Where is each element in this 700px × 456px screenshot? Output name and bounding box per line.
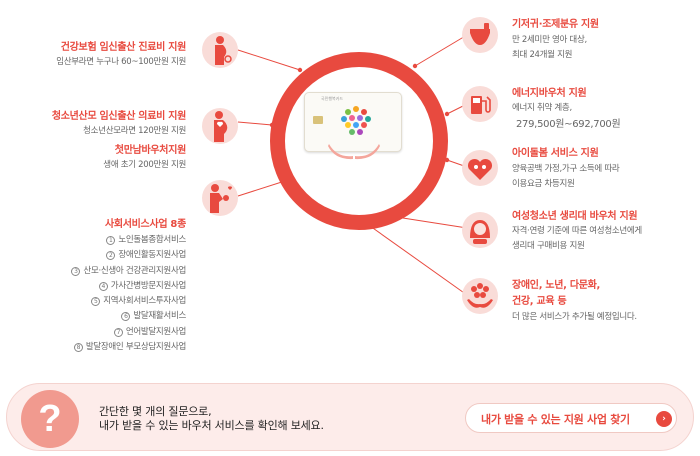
cta-bar: ? 간단한 몇 개의 질문으로, 내가 받을 수 있는 바우처 서비스를 확인해… bbox=[6, 383, 694, 451]
list-item-label: 발달장애인 부모상담지원사업 bbox=[85, 342, 186, 353]
energy-desc-2: 279,500원~692,700원 bbox=[516, 119, 621, 130]
pregnant-heart-icon bbox=[202, 108, 238, 144]
list-item-label: 산모·신생아 건강관리지원사업 bbox=[83, 265, 186, 276]
number-badge: 5 bbox=[91, 297, 101, 307]
hands-services-icon bbox=[462, 278, 498, 314]
pregnant-woman-icon bbox=[202, 32, 238, 68]
card-chip-icon bbox=[313, 116, 323, 124]
cta-line-2: 내가 받을 수 있는 바우처 서비스를 확인해 보세요. bbox=[99, 419, 324, 432]
question-mark: ? bbox=[38, 398, 62, 440]
childcare-title: 아이돌봄 서비스 지원 bbox=[512, 148, 599, 159]
girl-icon bbox=[462, 212, 498, 248]
list-item-label: 지역사회서비스투자사업 bbox=[103, 296, 186, 307]
number-badge: 2 bbox=[106, 251, 116, 261]
childcare-desc-1: 양육공백 가정,가구 소득에 따라 bbox=[512, 164, 620, 174]
diaper-icon bbox=[462, 17, 498, 53]
youth-female-desc-2: 생리대 구매비용 지원 bbox=[512, 241, 585, 251]
number-badge: 7 bbox=[113, 327, 123, 337]
youth-maternity-title: 청소년산모 임신출산 의료비 지원 bbox=[51, 111, 186, 122]
childcare-desc-2: 이용요금 차등지원 bbox=[512, 179, 575, 189]
social-services-title: 사회서비스사업 8종 bbox=[104, 219, 186, 230]
number-badge: 3 bbox=[71, 266, 81, 276]
list-item-label: 언어발달지원사업 bbox=[125, 326, 186, 337]
number-badge: 4 bbox=[98, 281, 108, 291]
voucher-info-panel: 국민행복카드 bbox=[51, 17, 643, 355]
youth-female-title: 여성청소년 생리대 바우처 지원 bbox=[512, 211, 638, 222]
number-badge: 1 bbox=[106, 236, 116, 245]
list-item-label: 장애인활동지원사업 bbox=[118, 250, 186, 261]
youth-maternity-desc: 청소년산모라면 120만원 지원 bbox=[83, 126, 186, 136]
diaper-title: 기저귀·조제분유 지원 bbox=[512, 19, 599, 30]
diaper-desc-1: 만 2세미만 영아 대상, bbox=[512, 35, 587, 45]
list-item-label: 노인돌봄종합서비스 bbox=[118, 235, 186, 245]
hands-icon bbox=[328, 144, 380, 160]
find-support-button-label: 내가 받을 수 있는 지원 사업 찾기 bbox=[481, 413, 630, 426]
card-dots-icon bbox=[341, 106, 371, 135]
more-services-desc: 더 많은 서비스가 추가될 예정입니다. bbox=[512, 312, 637, 322]
more-services-title-2: 건강, 교육 등 bbox=[512, 296, 567, 307]
maternity-desc: 임산부라면 누구나 60~100만원 지원 bbox=[56, 57, 186, 67]
question-icon: ? bbox=[21, 390, 79, 448]
maternity-title: 건강보험 임신출산 진료비 지원 bbox=[60, 42, 187, 53]
first-meeting-title: 첫만남바우처지원 bbox=[114, 145, 187, 156]
card-title: 국민행복카드 bbox=[321, 96, 344, 101]
first-meeting-desc: 생애 초기 200만원 지원 bbox=[103, 160, 186, 170]
number-badge: 8 bbox=[73, 343, 83, 353]
list-item-label: 가사간병방문지원사업 bbox=[110, 280, 187, 291]
family-heart-icon bbox=[462, 150, 498, 186]
diaper-desc-2: 최대 24개월 지원 bbox=[512, 50, 573, 60]
mother-baby-icon bbox=[202, 180, 238, 216]
energy-desc-1: 에너지 취약 계층, bbox=[512, 103, 572, 113]
find-support-button[interactable]: 내가 받을 수 있는 지원 사업 찾기 › bbox=[465, 403, 677, 433]
youth-female-desc-1: 자격·연령 기준에 따른 여성청소년에게 bbox=[512, 226, 642, 236]
chevron-right-icon: › bbox=[656, 411, 672, 427]
voucher-card-image: 국민행복카드 bbox=[304, 92, 402, 152]
list-item-label: 발달재활서비스 bbox=[133, 311, 186, 322]
fuel-pump-icon bbox=[462, 86, 498, 122]
more-services-title-1: 장애인, 노년, 다문화, bbox=[512, 280, 601, 291]
energy-title: 에너지바우처 지원 bbox=[512, 88, 587, 99]
cta-text: 간단한 몇 개의 질문으로, 내가 받을 수 있는 바우처 서비스를 확인해 보… bbox=[99, 405, 324, 433]
number-badge: 6 bbox=[121, 312, 131, 322]
cta-line-1: 간단한 몇 개의 질문으로, bbox=[99, 405, 212, 418]
